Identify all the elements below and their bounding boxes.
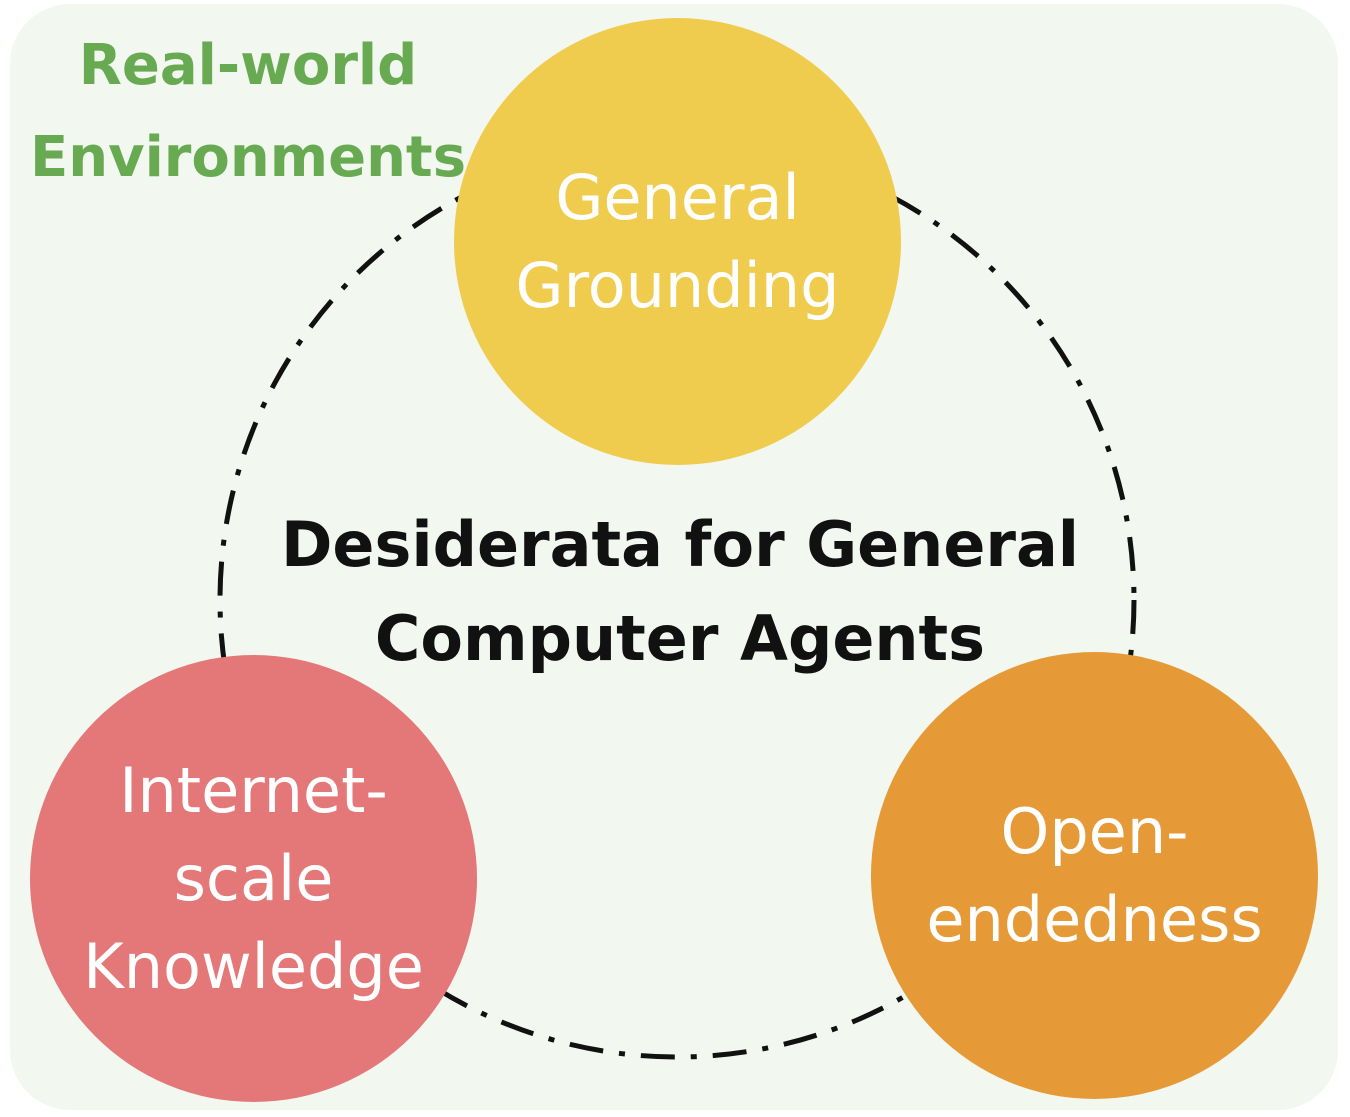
open-endedness-node: Open- endedness: [871, 652, 1318, 1099]
general-grounding-line-2: Grounding: [515, 248, 840, 322]
desiderata-title-line-2: Computer Agents: [374, 602, 986, 675]
general-grounding-line-1: General: [555, 160, 800, 234]
open-endedness-line-2: endedness: [926, 882, 1263, 956]
desiderata-title: Desiderata for General Computer Agents: [230, 498, 1130, 686]
env-label-line-2: Environments: [29, 125, 467, 190]
knowledge-line-2: scale: [173, 841, 334, 915]
env-label-line-1: Real-world: [78, 33, 418, 98]
internet-scale-knowledge-node: Internet- scale Knowledge: [30, 655, 477, 1102]
desiderata-title-line-1: Desiderata for General: [280, 508, 1080, 581]
desiderata-dashed-ring: [217, 140, 1137, 1060]
knowledge-line-3: Knowledge: [83, 929, 424, 1003]
real-world-environments-label: Real-world Environments: [18, 20, 478, 204]
open-endedness-line-1: Open-: [1000, 794, 1189, 868]
general-grounding-node: General Grounding: [454, 18, 901, 465]
knowledge-line-1: Internet-: [119, 753, 388, 827]
